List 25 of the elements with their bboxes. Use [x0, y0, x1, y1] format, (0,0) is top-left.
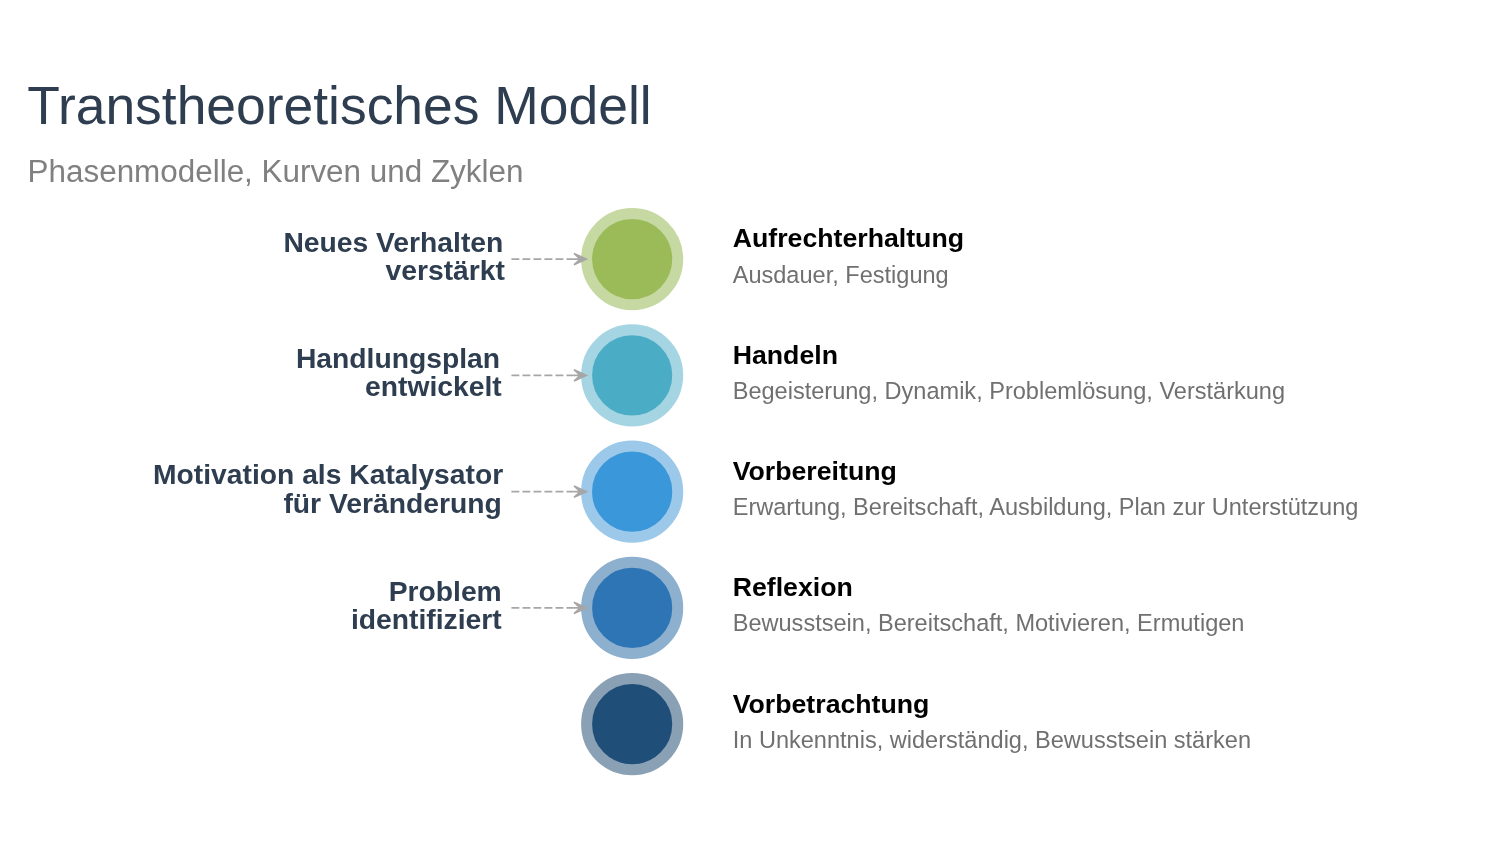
- node-label: Erwartung, Bereitschaft, Ausbildung, Plan zur Unterstützung: [732, 493, 1359, 520]
- node-label: Reflexion: [732, 571, 853, 602]
- node-label: Begeisterung, Dynamik, Problemlösung, Verstärkung: [732, 377, 1286, 404]
- node-label: Aufrechterhaltung: [732, 222, 965, 253]
- node-circle: [581, 556, 684, 659]
- node-circle: [581, 672, 684, 775]
- node-label: Ausdauer, Festigung: [732, 261, 949, 288]
- node-label: Vorbereitung: [732, 455, 897, 486]
- node-label: Handeln: [732, 339, 838, 370]
- node-label: Bewusstsein, Bereitschaft, Motivieren, Ermutigen: [732, 609, 1245, 636]
- node-text: Handlungsplan entwickelt: [295, 341, 502, 402]
- arrow: [510, 484, 588, 498]
- arrow: [510, 368, 588, 382]
- node-text: Problem identifiziert: [350, 574, 502, 635]
- arrow: [510, 252, 588, 266]
- diagram-title: Transtheoretisches Modell: [27, 75, 652, 135]
- node-text: Motivation als Katalysator für Veränderung: [152, 457, 504, 519]
- node-label: Vorbetrachtung: [732, 688, 930, 719]
- node-circle: [581, 323, 684, 426]
- node-text: Neues Verhalten verstärkt: [283, 225, 505, 286]
- node-circle: [581, 440, 684, 543]
- node-circle: [581, 207, 684, 310]
- label: Phasenmodelle, Kurven und Zyklen: [27, 153, 524, 189]
- node-label: In Unkenntnis, widerständig, Bewusstsein stärken: [732, 726, 1252, 753]
- arrow: [510, 600, 588, 614]
